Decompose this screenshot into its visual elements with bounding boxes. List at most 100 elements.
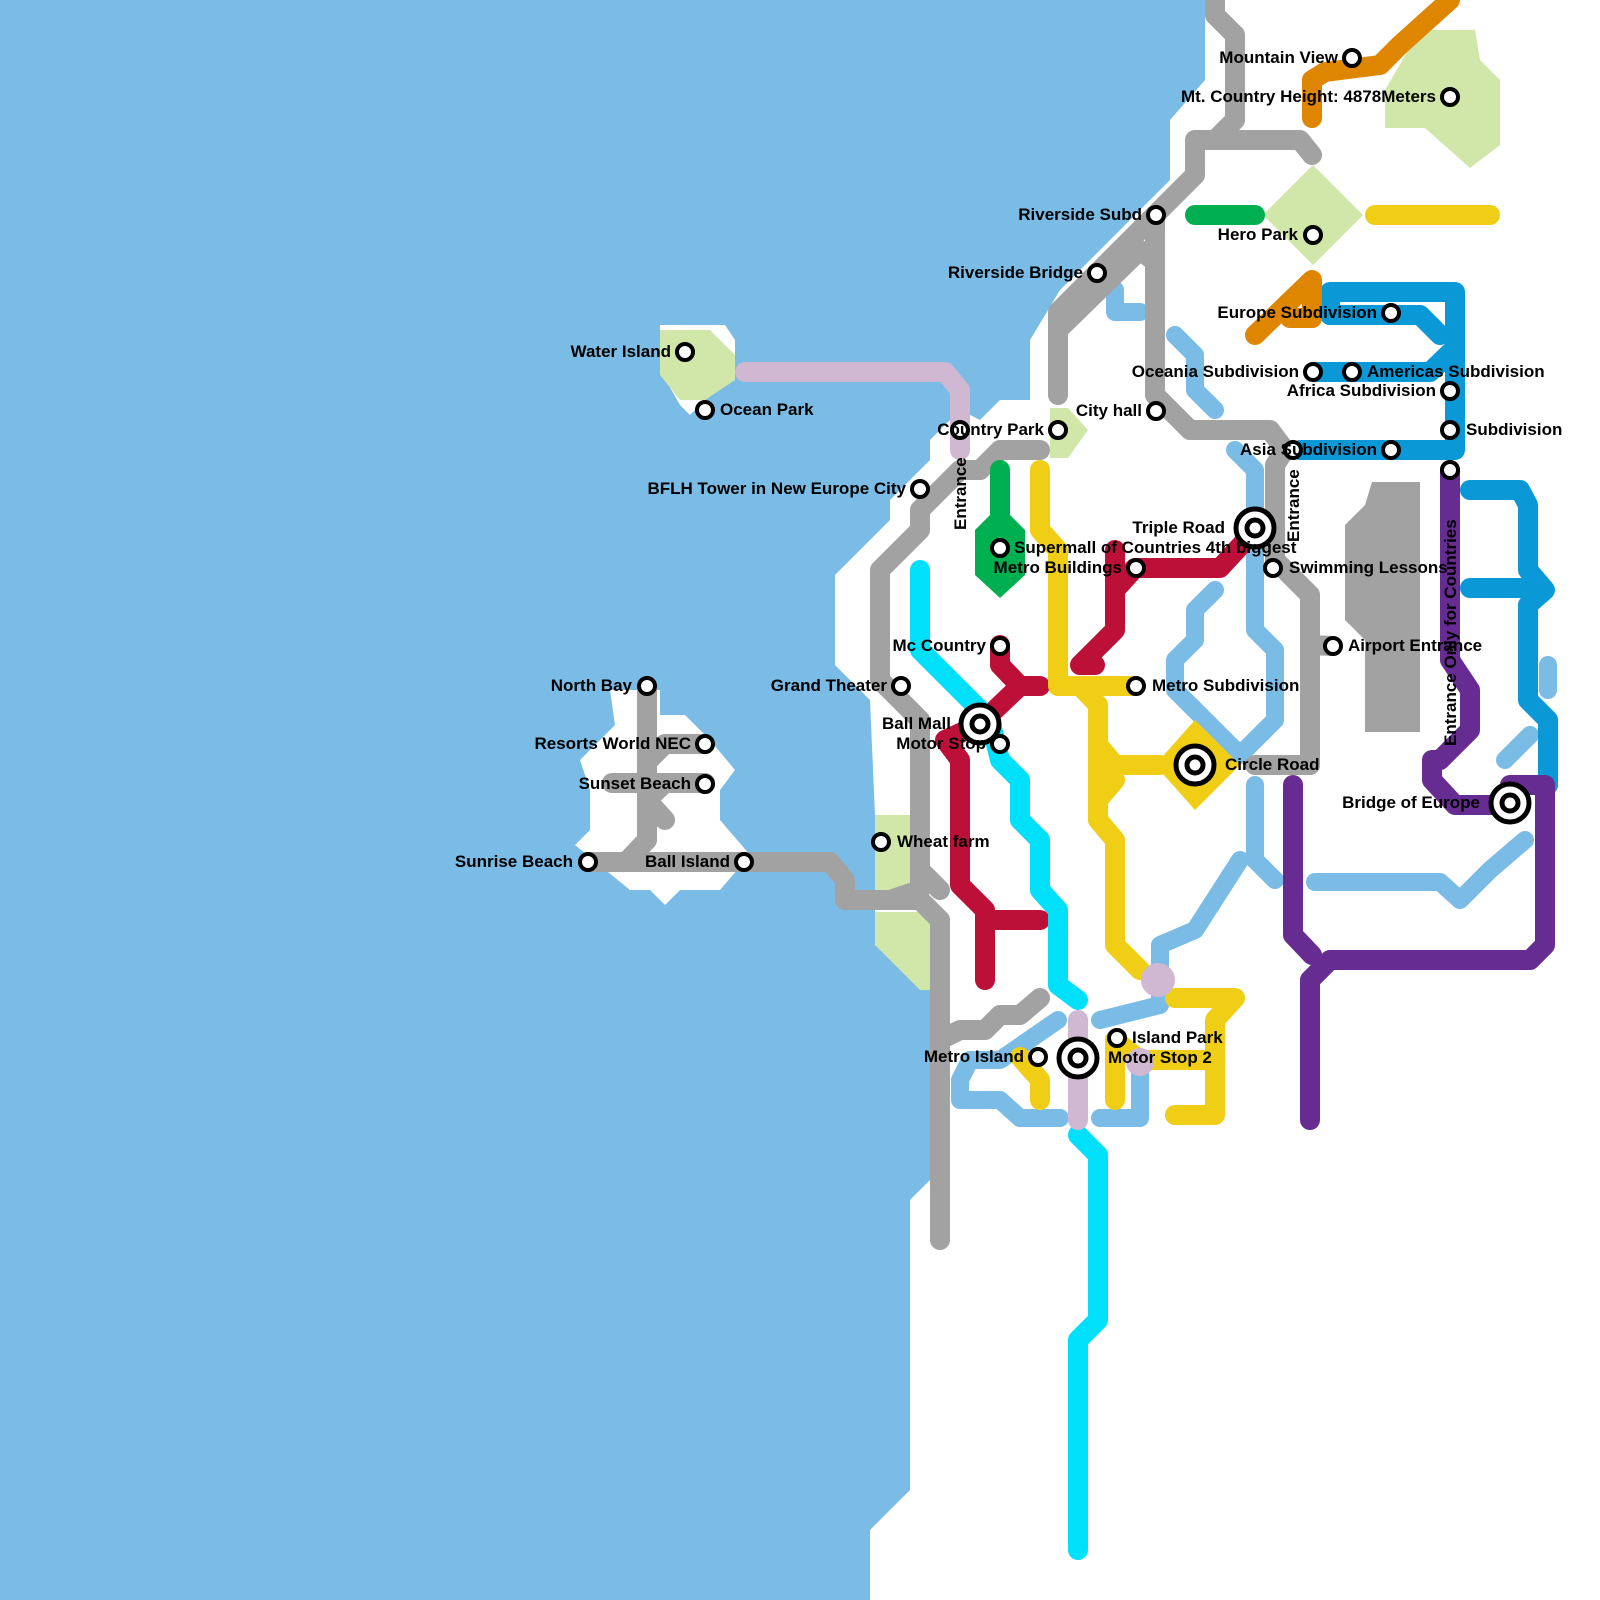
river (1091, 851, 1249, 1029)
label-entrance-west: Entrance (951, 457, 970, 530)
label-mc-country: Mc Country (893, 636, 987, 655)
label-north-bay: North Bay (551, 676, 633, 695)
river (1091, 1051, 1149, 1127)
label-oceania-subdivision: Oceania Subdivision (1132, 362, 1299, 381)
river (1306, 831, 1534, 909)
station-marker[interactable] (695, 400, 715, 420)
hero-park-area (1263, 165, 1363, 265)
station-marker[interactable] (1126, 676, 1146, 696)
gray-segment (578, 852, 950, 1250)
yellow-segment (1070, 676, 1150, 980)
gray-segment (910, 860, 950, 900)
gray-segment (930, 988, 1050, 1050)
station-marker[interactable] (695, 734, 715, 754)
station-marker[interactable] (1126, 558, 1146, 578)
station-marker[interactable] (990, 636, 1010, 656)
station-marker[interactable] (950, 420, 970, 440)
station-marker[interactable] (1440, 381, 1460, 401)
label-europe-subdivision: Europe Subdivision (1217, 303, 1377, 322)
label-swimming-lessons: Swimming Lessons (1289, 558, 1448, 577)
label-airport-entrance: Airport Entrance (1348, 636, 1482, 655)
station-marker[interactable] (1303, 362, 1323, 382)
label-entrance-east: Entrance (1284, 469, 1303, 542)
label-island-park: Island Park (1132, 1028, 1223, 1047)
interchange-triple-road[interactable] (1233, 506, 1277, 550)
purple-line (1283, 460, 1555, 1130)
station-marker[interactable] (1028, 1047, 1048, 1067)
station-marker[interactable] (675, 342, 695, 362)
interchange-bridge-of-europe[interactable] (1488, 781, 1532, 825)
orange-line (1245, 0, 1460, 345)
station-marker[interactable] (1440, 460, 1460, 480)
label-subdivision: Subdivision (1466, 420, 1562, 439)
station-marker[interactable] (1303, 225, 1323, 245)
label-americas-subdivision: Americas Subdivision (1367, 362, 1545, 381)
label-grand-theater: Grand Theater (771, 676, 888, 695)
interchange-circle-road[interactable] (1173, 743, 1217, 787)
label-sunset-beach: Sunset Beach (579, 774, 691, 793)
station-marker[interactable] (734, 852, 754, 872)
station-marker[interactable] (1263, 558, 1283, 578)
blue-segment (1320, 305, 1450, 345)
yellow-line (1010, 205, 1500, 1125)
station-marker[interactable] (910, 479, 930, 499)
station-marker[interactable] (990, 734, 1010, 754)
station-marker[interactable] (1342, 362, 1362, 382)
cyan-segment (1068, 1125, 1108, 1560)
river (951, 1011, 1069, 1127)
blue-segment (1460, 480, 1558, 795)
river (1166, 326, 1224, 419)
station-marker[interactable] (695, 774, 715, 794)
station-marker[interactable] (637, 676, 657, 696)
yellow-segment (1010, 1047, 1050, 1110)
station-marker[interactable] (990, 538, 1010, 558)
station-labels: Mountain View Mt. Country Height: 4878Me… (455, 48, 1562, 1067)
label-motor-stop-2: Motor Stop 2 (1108, 1048, 1212, 1067)
station-marker[interactable] (1440, 420, 1460, 440)
station-marker[interactable] (1440, 87, 1460, 107)
label-africa-subdivision: Africa Subdivision (1287, 381, 1436, 400)
label-riverside-subd: Riverside Subd (1018, 205, 1142, 224)
station-marker[interactable] (578, 852, 598, 872)
green-line (990, 205, 1265, 530)
label-country-park: Country Park (937, 420, 1044, 439)
mainland (835, 0, 1600, 1600)
station-marker[interactable] (1342, 48, 1362, 68)
station-marker[interactable] (1146, 205, 1166, 225)
station-marker[interactable] (1381, 303, 1401, 323)
gray-segment (1145, 205, 1320, 775)
station-marker[interactable] (1107, 1028, 1127, 1048)
river (1496, 726, 1539, 769)
label-hero-park: Hero Park (1218, 225, 1299, 244)
gray-segment (870, 440, 1050, 910)
rivers (951, 281, 1557, 1127)
label-riverside-bridge: Riverside Bridge (948, 263, 1083, 282)
stations (578, 48, 1532, 1080)
label-ball-mall: Ball Mall (882, 714, 951, 733)
orange-segment (1245, 270, 1322, 345)
label-mountain-view: Mountain View (1219, 48, 1338, 67)
interchange-ball-mall[interactable] (958, 702, 1002, 746)
interchange-motor-stop-2[interactable] (1056, 1036, 1100, 1080)
label-asia-subdivision: Asia Subdivision (1240, 440, 1377, 459)
yellow-segment (1088, 735, 1170, 775)
station-marker[interactable] (1087, 263, 1107, 283)
river (1226, 441, 1284, 764)
label-circle-road: Circle Road (1225, 755, 1319, 774)
station-marker[interactable] (1146, 401, 1166, 421)
orange-segment (1302, 0, 1460, 128)
station-marker[interactable] (1048, 420, 1068, 440)
label-resorts-world: Resorts World NEC (535, 734, 692, 753)
station-marker[interactable] (1283, 440, 1303, 460)
label-mt-country-height: Mt. Country Height: 4878Meters (1181, 87, 1436, 106)
station-marker[interactable] (891, 676, 911, 696)
station-marker[interactable] (1323, 636, 1343, 656)
yellow-segment (1088, 770, 1125, 810)
station-marker[interactable] (871, 832, 891, 852)
wheat-farm-area (875, 815, 910, 890)
label-supermall: Supermall of Countries 4th biggest (1014, 538, 1297, 557)
label-entrance-only-for-countries: Entrance Only for Countries (1441, 519, 1460, 746)
label-ball-island: Ball Island (645, 852, 730, 871)
label-wheat-farm: Wheat farm (897, 832, 990, 851)
station-marker[interactable] (1381, 440, 1401, 460)
